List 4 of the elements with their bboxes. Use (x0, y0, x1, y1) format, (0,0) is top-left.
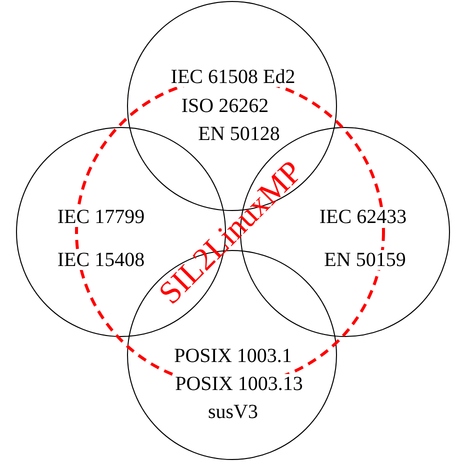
standard-label: IEC 17799 (56, 207, 146, 227)
standard-label: IEC 15408 (56, 250, 146, 270)
standard-label: EN 50159 (323, 250, 407, 270)
standard-label: IEC 61508 Ed2 (170, 67, 296, 87)
